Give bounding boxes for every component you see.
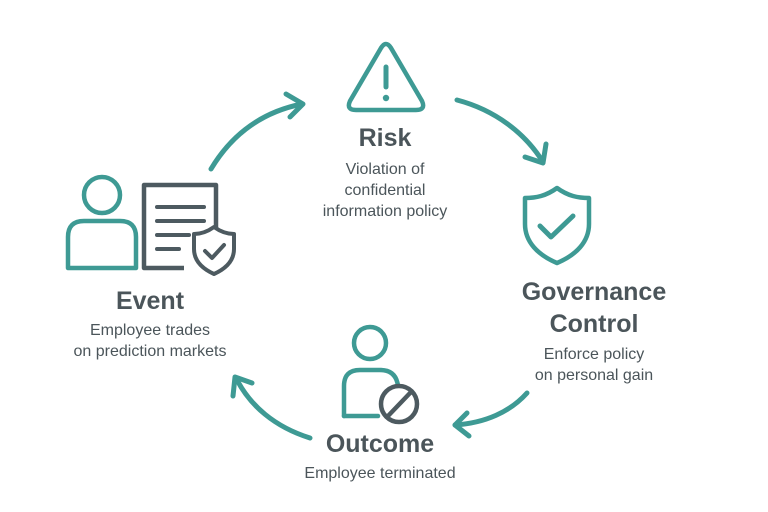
document-icon bbox=[141, 182, 219, 271]
node-governance-control: Governance Control Enforce policy on per… bbox=[494, 276, 694, 386]
shield-check-icon bbox=[522, 185, 592, 266]
node-title: Event bbox=[115, 287, 185, 315]
node-title: Risk bbox=[358, 124, 412, 152]
node-title: Governance Control bbox=[521, 278, 667, 338]
node-event: Event Employee trades on prediction mark… bbox=[35, 286, 265, 362]
user-blocked-icon bbox=[341, 324, 420, 425]
node-outcome: Outcome Employee terminated bbox=[270, 429, 490, 484]
arrow-outcome-to-event bbox=[230, 374, 313, 441]
user-icon bbox=[65, 174, 139, 271]
warning-triangle-icon bbox=[346, 41, 426, 113]
arrow-governance-to-outcome bbox=[452, 390, 530, 439]
node-description: Employee trades on prediction markets bbox=[73, 322, 227, 360]
node-description: Employee terminated bbox=[304, 465, 456, 482]
shield-check-small-icon bbox=[192, 225, 236, 276]
arrow-event-to-risk bbox=[208, 91, 306, 172]
node-description: Violation of confidential information po… bbox=[322, 161, 448, 220]
user-document-shield-icon bbox=[65, 174, 236, 276]
node-title: Outcome bbox=[325, 430, 435, 458]
node-description: Enforce policy on personal gain bbox=[534, 346, 654, 384]
arrow-risk-to-governance bbox=[454, 97, 549, 166]
node-risk: Risk Violation of confidential informati… bbox=[290, 123, 480, 222]
